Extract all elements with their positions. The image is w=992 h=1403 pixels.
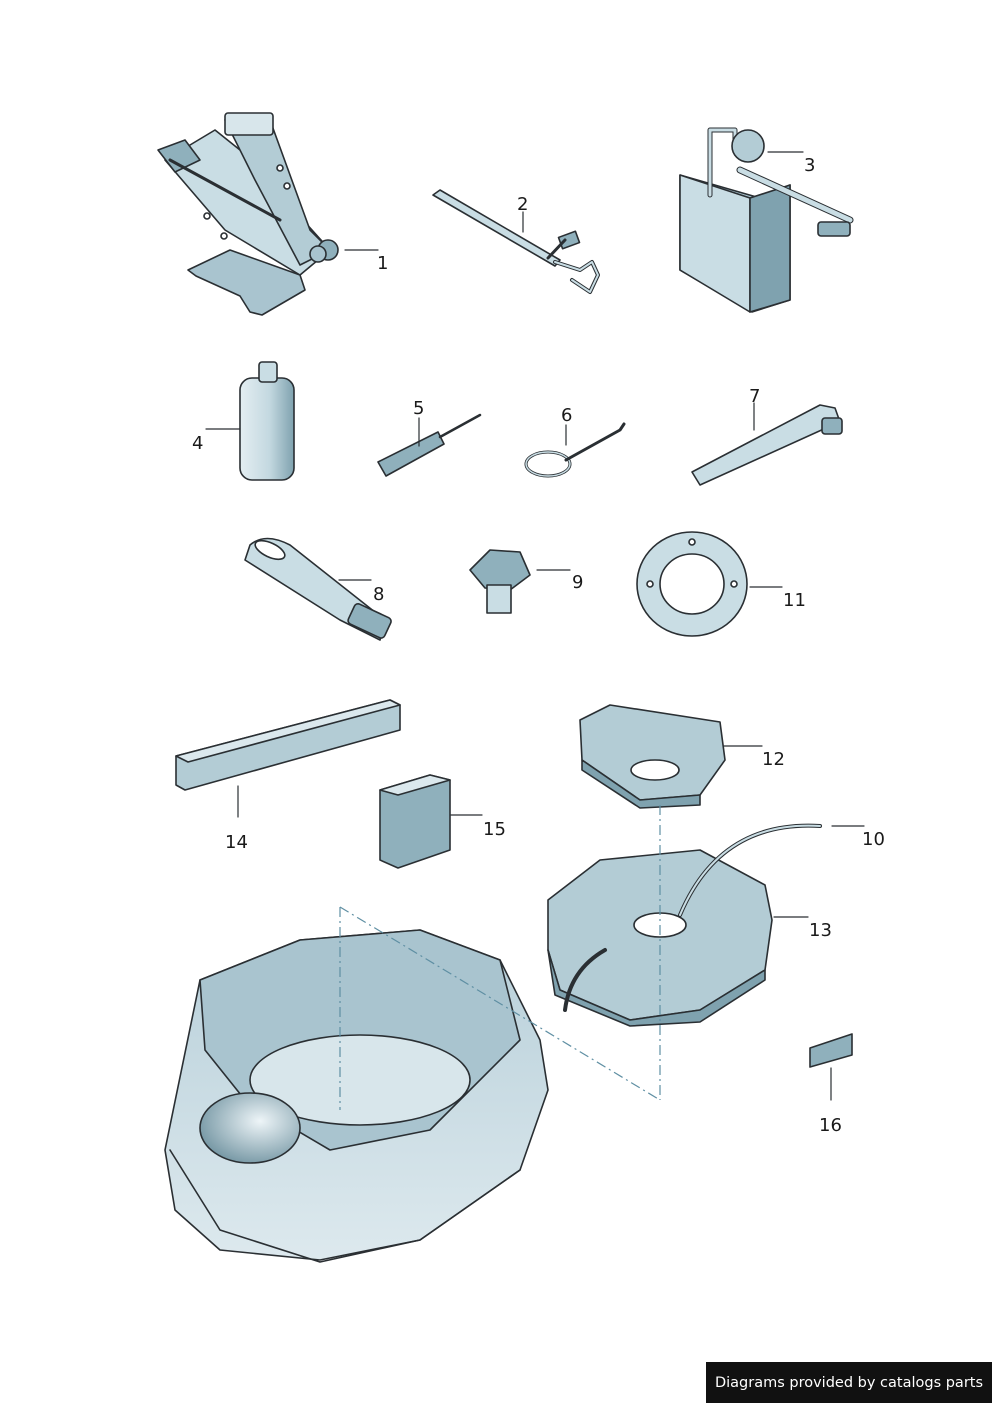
- callout-1: 1: [377, 253, 389, 274]
- tool-bag-drawing: [679, 127, 854, 313]
- callout-6: 6: [561, 405, 573, 426]
- knob-drawing: [469, 549, 531, 614]
- crank-handle-drawing: [432, 189, 600, 294]
- callout-2: 2: [517, 194, 529, 215]
- towing-eye-drawing: [244, 537, 392, 641]
- wheel-wrench-drawing: [691, 404, 843, 486]
- callout-8: 8: [373, 584, 385, 605]
- screwdriver-drawing: [377, 413, 482, 477]
- assembly-lines: [339, 805, 661, 1110]
- callout-15: 15: [483, 819, 506, 840]
- credit-banner: Diagrams provided by catalogs parts: [706, 1362, 992, 1403]
- callout-11: 11: [783, 590, 806, 611]
- bottle-drawing: [239, 361, 295, 481]
- upper-insert-drawing: [579, 704, 726, 809]
- ring-drawing: [636, 531, 748, 637]
- callout-14: 14: [225, 832, 248, 853]
- callout-9: 9: [572, 572, 584, 593]
- callout-13: 13: [809, 920, 832, 941]
- credit-text: Diagrams provided by catalogs parts: [714, 1374, 984, 1391]
- lower-tray-drawing: [547, 823, 822, 1027]
- label-strip-drawing: [175, 699, 401, 791]
- car-rear-drawing: [164, 929, 549, 1263]
- callout-10: 10: [862, 829, 885, 850]
- callout-7: 7: [749, 386, 761, 407]
- callout-16: 16: [819, 1115, 842, 1136]
- patch-drawing: [809, 1033, 853, 1068]
- callout-5: 5: [413, 398, 425, 419]
- callout-12: 12: [762, 749, 785, 770]
- callout-3: 3: [804, 155, 816, 176]
- callout-4: 4: [192, 433, 204, 454]
- scissor-jack-drawing: [157, 112, 339, 316]
- box-drawing: [379, 774, 451, 869]
- wire-hook-drawing: [524, 422, 626, 478]
